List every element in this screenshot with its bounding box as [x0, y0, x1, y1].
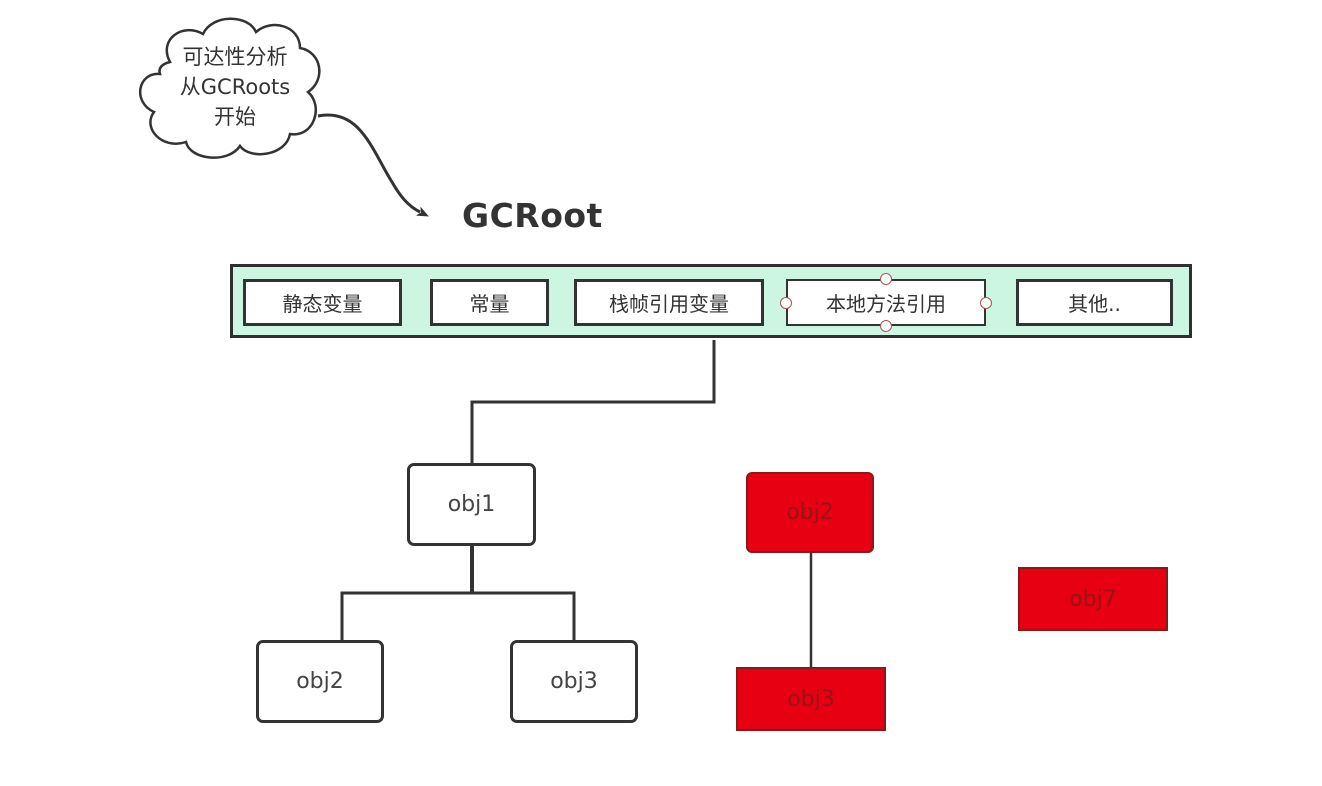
selection-handle-top[interactable] — [880, 273, 892, 285]
unreachable-obj2: obj2 — [746, 472, 874, 553]
reachable-obj3: obj3 — [510, 640, 638, 723]
thought-cloud — [138, 17, 321, 159]
selection-handle-right[interactable] — [980, 297, 992, 309]
root-static-vars: 静态变量 — [243, 279, 402, 326]
cloud-caption: 可达性分析 从GCRoots 开始 — [150, 42, 320, 132]
arrow-to-gcroot — [317, 113, 429, 217]
cloud-line-2: 从GCRoots — [179, 75, 291, 99]
reachable-obj1: obj1 — [407, 463, 536, 546]
selection-handle-left[interactable] — [780, 297, 792, 309]
diagram-title: GCRoot — [462, 196, 603, 235]
cloud-line-1: 可达性分析 — [182, 45, 288, 69]
cloud-line-3: 开始 — [214, 105, 256, 129]
unreachable-obj3: obj3 — [736, 667, 886, 731]
reachable-obj2: obj2 — [256, 640, 384, 723]
edge-obj1-to-obj2 — [340, 591, 576, 640]
root-constants: 常量 — [430, 279, 549, 326]
root-native-method-refs: 本地方法引用 — [786, 279, 986, 326]
unreachable-obj7: obj7 — [1018, 567, 1168, 631]
edge-root-to-obj1 — [470, 340, 716, 463]
selection-handle-bottom[interactable] — [880, 320, 892, 332]
root-others: 其他.. — [1016, 279, 1173, 326]
root-stack-frame-refs: 栈帧引用变量 — [574, 279, 764, 326]
